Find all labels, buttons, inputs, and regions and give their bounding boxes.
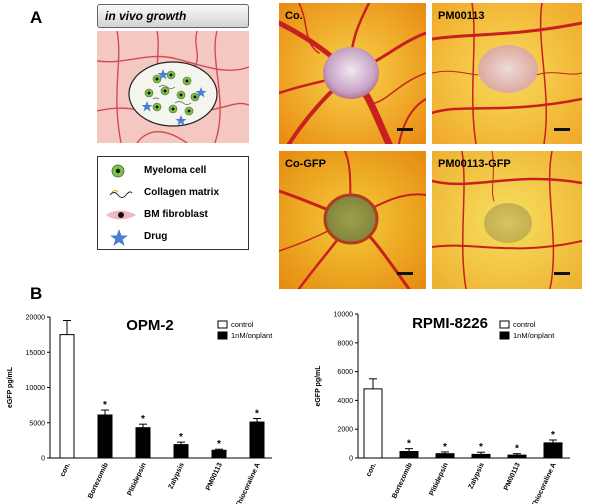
significance-marker: * [217, 439, 221, 450]
chart-opm2: OPM-2 0 5000 10000 15000 20000 eGFP pg/mL con. *… [7, 315, 273, 504]
chart-rpmi8226: RPMI-8226 0 2000 4000 6000 8000 10000 eGFP pg/m… [315, 312, 570, 504]
photo-pm00113-gfp: PM00113-GFP [432, 151, 582, 289]
photo-control-gfp-label: Co-GFP [285, 158, 326, 170]
photo-control-label: Co. [285, 10, 303, 22]
photo-control: Co. [279, 3, 426, 144]
significance-marker: * [551, 430, 555, 441]
photo-control-gfp: Co-GFP [279, 151, 426, 289]
y-tick-label: 10000 [26, 385, 46, 392]
significance-marker: * [515, 444, 519, 455]
bm-fibroblast-icon [106, 210, 136, 220]
significance-marker: * [141, 414, 145, 425]
panel-a-letter: A [30, 8, 43, 27]
y-tick-label: 10000 [334, 312, 354, 319]
panel-b-letter: B [30, 284, 43, 303]
photo-pm00113-label: PM00113 [438, 10, 484, 22]
legend-drug-label: Drug [144, 231, 168, 242]
photo-pm00113: PM00113 [432, 3, 582, 144]
category-label: Thiocoraline A [235, 462, 262, 504]
y-axis-label: eGFP pg/mL [7, 366, 14, 408]
category-label: Bortezomib [87, 462, 110, 500]
chart-title: OPM-2 [126, 317, 174, 334]
significance-marker: * [179, 432, 183, 443]
category-label: PM00113 [503, 462, 522, 492]
category-label: Zalypsis [168, 462, 186, 490]
schematic-legend: Myeloma cell Collagen matrix BM fibrobla… [97, 156, 249, 250]
significance-marker: * [103, 400, 107, 411]
bar [211, 449, 227, 459]
legend-fibroblast-label: BM fibroblast [144, 209, 208, 220]
legend-collagen-label: Collagen matrix [144, 187, 220, 198]
category-label: Plitidepsin [127, 462, 148, 497]
bar [435, 453, 455, 459]
y-tick-label: 2000 [337, 427, 353, 434]
y-tick-label: 5000 [29, 420, 45, 427]
legend-swatch [499, 331, 510, 340]
bar [399, 451, 419, 459]
legend-swatch [499, 320, 510, 329]
category-label: PM00113 [205, 462, 224, 492]
in-vivo-growth-label: in vivo growth [105, 9, 187, 23]
bar [59, 334, 75, 459]
significance-marker: * [443, 442, 447, 453]
category-label: Plitidepsin [429, 462, 450, 497]
collagen-matrix-icon [109, 190, 133, 198]
in-vivo-growth-header: in vivo growth [97, 4, 249, 28]
chart-title: RPMI-8226 [412, 315, 488, 332]
legend-label: 1nM/onplant [513, 331, 555, 340]
y-axis-label: eGFP pg/mL [315, 365, 322, 407]
y-tick-label: 15000 [26, 350, 46, 357]
category-label: con. [59, 462, 71, 478]
myeloma-cell-icon [111, 164, 125, 178]
legend-label: control [513, 320, 536, 329]
bar [135, 427, 151, 459]
legend-swatch [217, 320, 228, 329]
significance-marker: * [479, 442, 483, 453]
photo-pm00113-gfp-label: PM00113-GFP [438, 158, 511, 170]
y-tick-label: 6000 [337, 369, 353, 376]
bar [471, 453, 491, 459]
y-tick-label: 8000 [337, 340, 353, 347]
y-tick-label: 0 [349, 456, 353, 463]
bar [543, 442, 563, 459]
significance-marker: * [407, 439, 411, 450]
category-label: Thiocoraline A [531, 462, 558, 504]
y-tick-label: 0 [41, 456, 45, 463]
onplant-ellipse [128, 61, 218, 127]
y-tick-label: 4000 [337, 398, 353, 405]
category-label: con. [365, 462, 377, 478]
bar [249, 421, 265, 459]
ovoplant-schematic [97, 31, 249, 143]
legend-label: control [231, 320, 254, 329]
legend-label: 1nM/onplant [231, 331, 273, 340]
bar [173, 444, 189, 459]
bar [97, 414, 113, 459]
category-label: Bortezomib [391, 462, 414, 500]
legend-myeloma-label: Myeloma cell [144, 165, 207, 176]
significance-marker: * [255, 409, 259, 420]
bar [363, 388, 383, 459]
drug-star-icon [110, 229, 128, 246]
category-label: Zalypsis [468, 462, 486, 490]
bar [507, 454, 527, 459]
y-tick-label: 20000 [26, 315, 46, 322]
legend-swatch [217, 331, 228, 340]
legend-icons [106, 164, 136, 246]
